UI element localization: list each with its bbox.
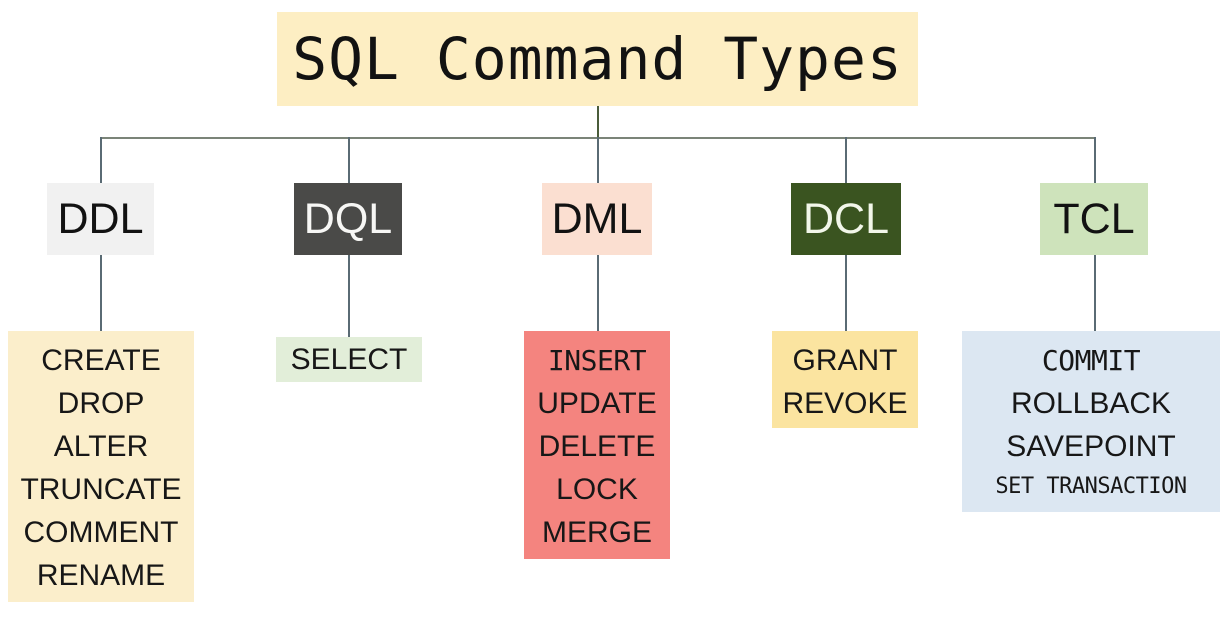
category-label-ddl: DDL <box>57 194 144 243</box>
command-item: SET TRANSACTION <box>995 474 1187 499</box>
command-item: SAVEPOINT <box>1006 430 1176 463</box>
command-item: DELETE <box>538 430 656 463</box>
command-item: RENAME <box>36 559 166 592</box>
category-box-dcl[interactable]: DCL <box>791 183 901 255</box>
category-box-tcl[interactable]: TCL <box>1040 183 1148 255</box>
command-item: ROLLBACK <box>1010 387 1172 420</box>
command-box-ddl: CREATE DROP ALTER TRUNCATE COMMENT RENAM… <box>8 331 194 602</box>
category-label-dql: DQL <box>303 194 393 243</box>
category-box-dml[interactable]: DML <box>542 183 652 255</box>
connector-bar-to-dql <box>348 137 350 183</box>
command-box-tcl: COMMIT ROLLBACK SAVEPOINT SET TRANSACTIO… <box>962 331 1220 512</box>
connector-ddl-to-commands <box>100 255 102 331</box>
connector-dql-to-commands <box>348 255 350 337</box>
command-item: COMMIT <box>1041 344 1141 377</box>
command-item: GRANT <box>792 344 898 377</box>
connector-bar-to-ddl <box>100 137 102 183</box>
command-item: DROP <box>57 387 145 420</box>
command-item: COMMENT <box>23 516 179 549</box>
connector-dml-to-commands <box>597 255 599 331</box>
command-box-dml: INSERT UPDATE DELETE LOCK MERGE <box>524 331 670 559</box>
command-item: ALTER <box>53 430 149 463</box>
command-box-dql: SELECT <box>276 337 422 382</box>
connector-dcl-to-commands <box>845 255 847 331</box>
diagram-title: SQL Command Types <box>292 25 903 93</box>
command-item: MERGE <box>541 516 652 549</box>
category-box-dql[interactable]: DQL <box>294 183 402 255</box>
category-label-dcl: DCL <box>802 194 890 243</box>
diagram-title-box: SQL Command Types <box>277 12 918 106</box>
command-item: UPDATE <box>537 387 657 420</box>
command-item: INSERT <box>547 344 647 377</box>
command-item: TRUNCATE <box>20 473 182 506</box>
connector-tcl-to-commands <box>1094 255 1096 331</box>
connector-bar-to-dml <box>597 137 599 183</box>
category-label-dml: DML <box>551 194 643 243</box>
command-item: LOCK <box>556 473 638 506</box>
connector-title-trunk <box>597 106 599 138</box>
command-item: CREATE <box>41 344 161 377</box>
connector-bar-to-dcl <box>845 137 847 183</box>
category-box-ddl[interactable]: DDL <box>47 183 154 255</box>
command-item: SELECT <box>290 343 408 376</box>
connector-bar-to-tcl <box>1094 137 1096 183</box>
category-label-tcl: TCL <box>1053 194 1135 243</box>
command-box-dcl: GRANT REVOKE <box>772 331 918 428</box>
command-item: REVOKE <box>782 387 908 420</box>
